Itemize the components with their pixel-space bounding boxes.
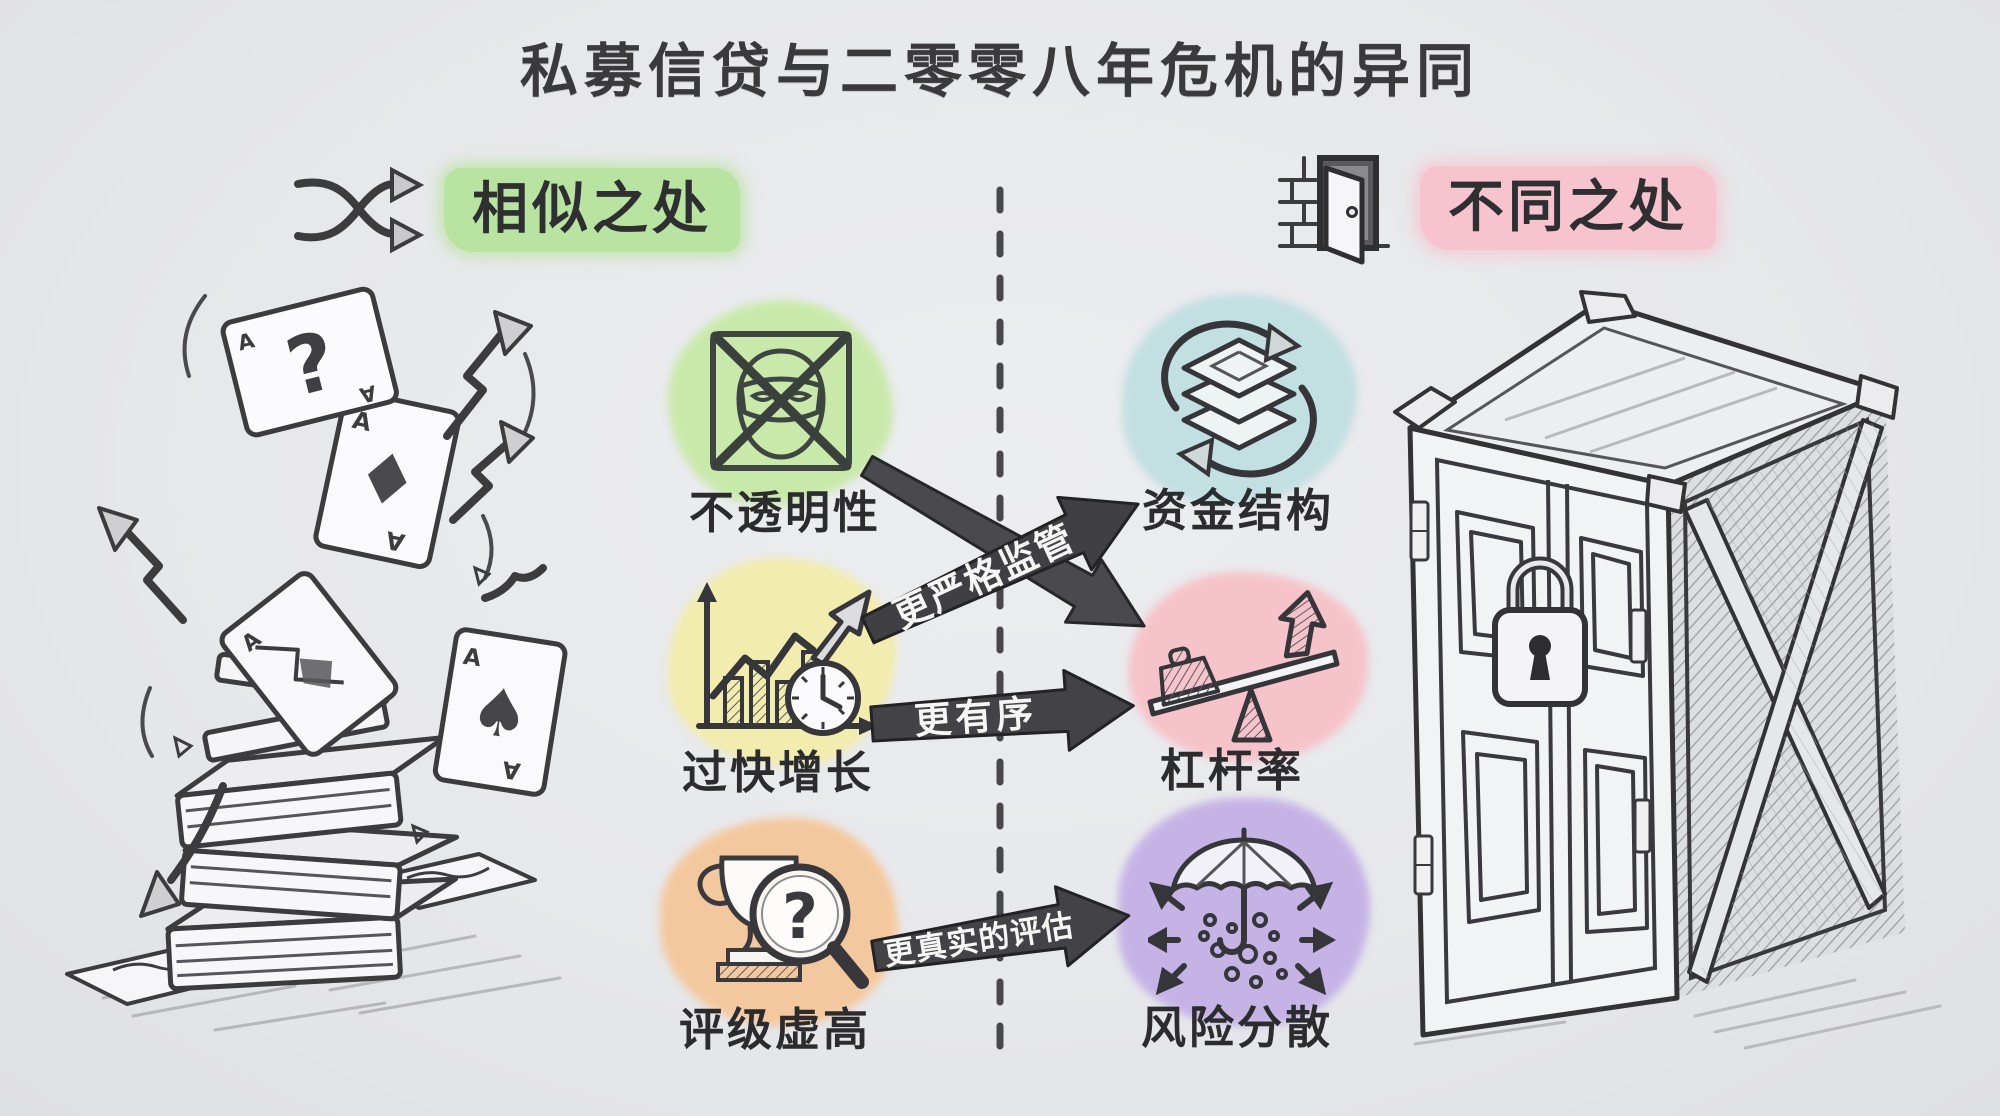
item-label-leverage: 杠杆率: [1159, 744, 1305, 797]
item-label-capital-structure: 资金结构: [1141, 484, 1335, 537]
differences-header: 不同之处: [1278, 150, 1716, 266]
differences-title: 不同之处: [1420, 166, 1716, 250]
item-label-inflated-ratings: 评级虚高: [678, 1003, 872, 1056]
svg-text:♠: ♠: [465, 671, 535, 756]
svg-text:A: A: [235, 328, 257, 355]
collapsing-cards-illustration: A ♦ A A ♠ A A ? A A: [65, 286, 568, 1032]
svg-text:更真实的评估: 更真实的评估: [881, 908, 1076, 974]
masked-face-crossed-icon: [710, 331, 852, 471]
item-label-risk-diversification: 风险分散: [1140, 1001, 1334, 1054]
seesaw-weight-arrow-icon: [1147, 590, 1340, 743]
umbrella-scatter-icon: [1148, 827, 1337, 996]
svg-text:A: A: [357, 380, 379, 407]
arrow-more-orderly: 更有序: [869, 668, 1135, 752]
trophy-magnifier-question-icon: ?: [697, 855, 869, 989]
locked-crate-illustration: [1393, 290, 1942, 1050]
similarities-title: 相似之处: [444, 168, 740, 252]
dashed-divider: [996, 186, 1004, 1069]
item-label-opacity: 不透明性: [688, 486, 882, 539]
svg-text:更有序: 更有序: [913, 692, 1039, 743]
open-door-brick-wall-icon: [1278, 155, 1390, 265]
item-label-rapid-growth: 过快增长: [681, 746, 875, 799]
arrow-down-right: [860, 454, 1146, 628]
shuffle-arrows-icon: [294, 166, 424, 254]
svg-text:A: A: [461, 644, 483, 672]
connector-arrows: 更严格监管 更有序 更真实的评估: [860, 454, 1146, 974]
layers-cycle-icon: [1161, 320, 1317, 478]
svg-text:?: ?: [782, 880, 818, 953]
similarities-header: 相似之处: [292, 158, 740, 262]
arrow-realistic-assessment: 更真实的评估: [870, 885, 1131, 974]
growth-chart-clock-icon: [696, 582, 879, 736]
page-title: 私募信贷与二零零八年危机的异同: [519, 37, 1480, 105]
svg-text:A: A: [500, 755, 522, 783]
